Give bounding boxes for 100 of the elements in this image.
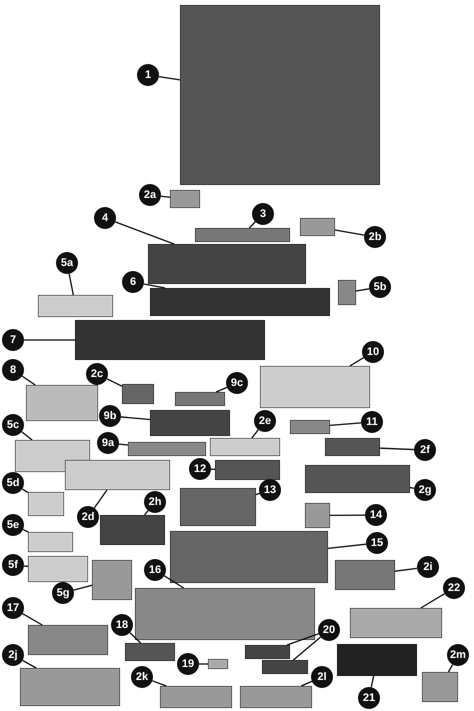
callout-number: 9a <box>97 432 119 454</box>
bracket-drawing <box>128 442 206 456</box>
callout-number: 8 <box>2 359 24 381</box>
leader-line <box>286 633 319 646</box>
leader-line <box>73 584 92 591</box>
leader-line <box>330 422 362 426</box>
callout-number: 22 <box>443 577 465 599</box>
leader-line <box>370 676 374 688</box>
leader-line <box>410 486 414 489</box>
door-drawing <box>240 686 312 708</box>
memory-module-drawing <box>262 660 308 674</box>
leader-line <box>164 575 184 589</box>
memory-module-drawing <box>245 645 290 659</box>
callout-number: 2f <box>414 439 436 461</box>
leader-line <box>21 431 33 441</box>
callout-number: 5e <box>2 514 24 536</box>
callout-number: 2a <box>139 184 161 206</box>
leader-line <box>160 196 170 198</box>
callout-number: 2g <box>414 479 436 501</box>
bracket-drawing <box>122 384 154 404</box>
leader-line <box>420 593 445 609</box>
system-board-drawing <box>170 531 328 583</box>
display-drawing <box>180 5 380 185</box>
leader-line <box>216 386 228 393</box>
callout-number: 2m <box>447 644 469 666</box>
leader-line <box>248 221 256 228</box>
battery-pack-drawing <box>337 644 417 676</box>
hinge-drawing <box>300 218 335 236</box>
callout-number: 5f <box>2 554 24 576</box>
callout-number: 20 <box>318 619 340 641</box>
drive-drawing <box>26 385 98 421</box>
cover-drawing <box>335 560 395 590</box>
cable-drawing <box>28 492 64 516</box>
callout-number: 2d <box>77 506 99 528</box>
hard-drive-drawing <box>28 625 108 655</box>
cable-drawing <box>28 556 88 582</box>
callout-number: 2h <box>144 491 166 513</box>
heat-sink-drawing <box>260 366 370 408</box>
touchpad-drawing <box>150 410 230 436</box>
callout-number: 2c <box>86 363 108 385</box>
cable-drawing <box>92 560 132 600</box>
callout-number: 5c <box>2 414 24 436</box>
cover-drawing <box>422 672 458 702</box>
callout-number: 6 <box>122 271 144 293</box>
frame-drawing <box>150 288 330 316</box>
leader-line <box>22 660 36 669</box>
module-drawing <box>125 643 175 661</box>
leader-line <box>356 288 370 292</box>
leader-line <box>24 565 28 567</box>
trim-drawing <box>305 465 410 493</box>
callout-number: 16 <box>144 559 166 581</box>
callout-number: 11 <box>361 411 383 433</box>
leader-line <box>22 376 36 386</box>
leader-line <box>120 416 150 420</box>
callout-number: 19 <box>177 653 199 675</box>
callout-number: 7 <box>2 329 24 351</box>
callout-number: 13 <box>259 479 281 501</box>
leader-line <box>129 632 142 644</box>
leader-line <box>158 76 180 80</box>
board-drawing <box>175 392 225 406</box>
callout-number: 2j <box>2 644 24 666</box>
leader-line <box>68 274 74 296</box>
trim-drawing <box>325 438 380 456</box>
leader-line <box>292 636 321 660</box>
leader-line <box>349 357 364 367</box>
callout-number: 2b <box>364 226 386 248</box>
leader-line <box>334 229 364 236</box>
leader-line <box>24 339 75 341</box>
callout-number: 18 <box>111 614 133 636</box>
speaker-drawing <box>305 503 330 528</box>
hinge-drawing <box>170 190 200 208</box>
leader-line <box>251 429 259 438</box>
leader-line <box>115 221 174 245</box>
leader-line <box>330 514 365 516</box>
callout-number: 5b <box>369 276 391 298</box>
leader-line <box>380 448 414 450</box>
leader-line <box>448 664 454 672</box>
leader-line <box>22 488 28 494</box>
callout-number: 5a <box>56 252 78 274</box>
leader-line <box>301 680 312 687</box>
bracket-drawing <box>65 460 170 490</box>
callout-number: 21 <box>358 687 380 709</box>
callout-number: 2k <box>131 666 153 688</box>
leader-line <box>152 680 167 687</box>
leader-line <box>22 528 29 533</box>
board-drawing <box>215 460 280 480</box>
callout-number: 4 <box>94 207 116 229</box>
leader-line <box>394 568 418 572</box>
callout-number: 2i <box>417 556 439 578</box>
processor-drawing <box>290 420 330 434</box>
callout-number: 2e <box>254 410 276 432</box>
callout-number: 2l <box>311 666 333 688</box>
leader-line <box>144 283 166 289</box>
bracket-drawing <box>100 515 165 545</box>
callout-number: 5g <box>52 582 74 604</box>
callout-number: 3 <box>252 203 274 225</box>
trim-drawing <box>180 488 256 526</box>
door-drawing <box>160 686 232 708</box>
callout-number: 17 <box>2 597 24 619</box>
leader-line <box>22 612 43 626</box>
